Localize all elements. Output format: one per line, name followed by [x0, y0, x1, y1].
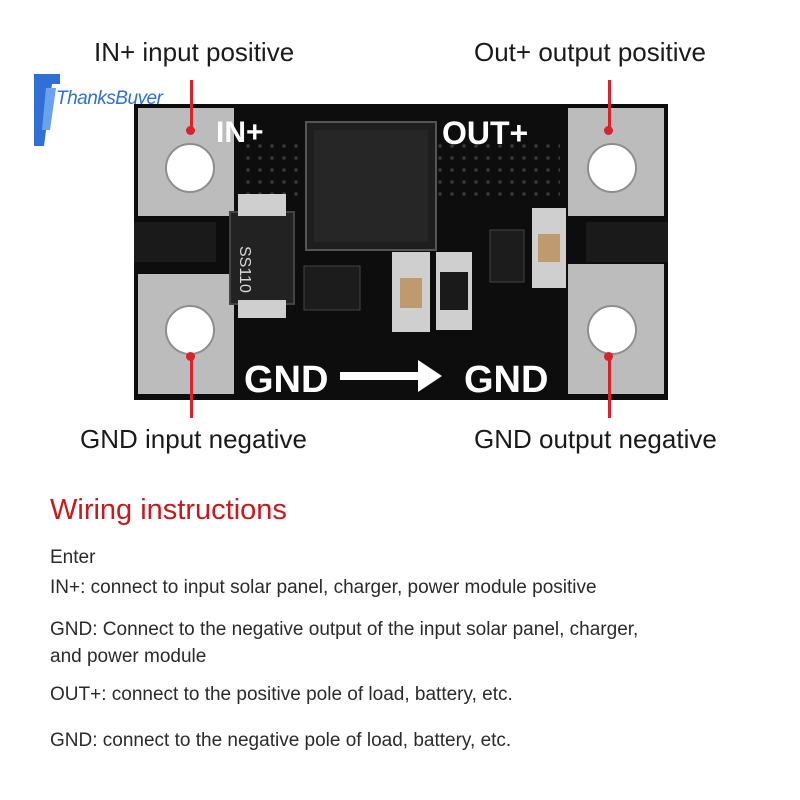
leader-line	[608, 356, 611, 418]
wiring-line: GND: connect to the negative pole of loa…	[50, 730, 512, 751]
pcb-board: IN+ OUT+ GND GND SS110	[134, 104, 668, 400]
wiring-line: Enter	[50, 547, 96, 568]
leader-dot	[604, 352, 613, 361]
board-label-gnd-left: GND	[244, 359, 328, 400]
callout-out-positive: Out+ output positive	[474, 37, 706, 67]
leader-line	[190, 80, 193, 130]
wiring-title: Wiring instructions	[50, 494, 287, 526]
callout-gnd-input: GND input negative	[80, 424, 307, 454]
wiring-line: GND: Connect to the negative output of t…	[50, 619, 639, 640]
wiring-line: OUT+: connect to the positive pole of lo…	[50, 684, 513, 705]
leader-line	[608, 80, 611, 130]
leader-dot	[186, 126, 195, 135]
callout-gnd-output: GND output negative	[474, 424, 717, 454]
brand-name: ThanksBuyer	[56, 88, 163, 109]
board-label-gnd-right: GND	[464, 359, 548, 400]
board-label-in: IN+	[216, 116, 264, 149]
callout-in-positive: IN+ input positive	[94, 37, 295, 67]
wiring-line: IN+: connect to input solar panel, charg…	[50, 577, 597, 598]
leader-line	[190, 356, 193, 418]
arrow-icon	[340, 360, 442, 392]
diode-marking: SS110	[236, 246, 253, 293]
board-label-out: OUT+	[442, 115, 528, 151]
wiring-line: and power module	[50, 646, 207, 667]
leader-dot	[604, 126, 613, 135]
leader-dot	[186, 352, 195, 361]
brand-logo-icon	[34, 74, 60, 146]
